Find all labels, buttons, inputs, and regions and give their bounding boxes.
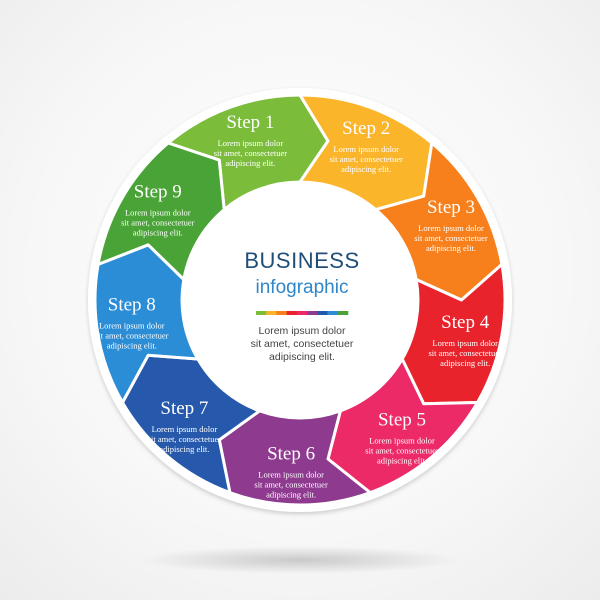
step-9-title: Step 9 <box>134 182 182 203</box>
step-8-description-line-1: Lorem ipsum dolor <box>99 321 165 331</box>
step-8-title: Step 8 <box>108 295 156 316</box>
step-3-title: Step 3 <box>427 197 475 218</box>
center-description-line-1: Lorem ipsum dolor <box>259 325 346 337</box>
step-3-description-line-2: sit amet, consectetuer <box>414 233 488 243</box>
color-bar-swatch-2 <box>266 311 277 315</box>
step-4-description-line-1: Lorem ipsum dolor <box>432 338 498 348</box>
step-2-description-line-2: sit amet, consectetuer <box>329 154 403 164</box>
step-6-description-line-2: sit amet, consectetuer <box>254 479 328 489</box>
step-7-description-line-2: sit amet, consectetuer <box>148 434 222 444</box>
floor-shadow <box>140 546 460 574</box>
color-bar-swatch-7 <box>317 311 328 315</box>
step-8-description-line-2: sit amet, consectetuer <box>95 331 169 341</box>
center-subtitle: infographic <box>256 277 349 298</box>
step-1-description-line-1: Lorem ipsum dolor <box>218 138 284 148</box>
step-2-description-line-3: adipiscing elit. <box>341 164 391 174</box>
step-7-description-line-3: adipiscing elit. <box>159 444 209 454</box>
center-circle <box>190 190 410 410</box>
color-bar-swatch-6 <box>307 311 318 315</box>
step-1-description-line-3: adipiscing elit. <box>225 158 275 168</box>
step-6-description-line-1: Lorem ipsum dolor <box>258 469 324 479</box>
step-6-description-line-3: adipiscing elit. <box>266 489 316 499</box>
step-4-description-line-2: sit amet, consectetuer <box>428 348 502 358</box>
color-bar-swatch-3 <box>276 311 287 315</box>
step-2-description-line-1: Lorem ipsum dolor <box>333 144 399 154</box>
step-3-description-line-3: adipiscing elit. <box>426 243 476 253</box>
step-2-title: Step 2 <box>342 118 390 139</box>
color-bar-swatch-4 <box>286 311 298 315</box>
step-4-description-line-3: adipiscing elit. <box>440 358 490 368</box>
step-1-title: Step 1 <box>226 112 274 133</box>
color-bar-swatch-8 <box>327 311 339 315</box>
step-9-description-line-2: sit amet, consectetuer <box>121 218 195 228</box>
step-5-description-line-1: Lorem ipsum dolor <box>369 435 435 445</box>
step-5-description-line-2: sit amet, consectetuer <box>365 445 439 455</box>
step-1-description-line-2: sit amet, consectetuer <box>214 148 288 158</box>
color-bar-swatch-5 <box>296 311 308 315</box>
step-7-description-line-1: Lorem ipsum dolor <box>152 424 218 434</box>
step-6-title: Step 6 <box>267 443 315 464</box>
step-7-title: Step 7 <box>160 398 208 419</box>
step-5-title: Step 5 <box>378 409 426 430</box>
center-description-line-2: sit amet, consectetuer <box>251 338 354 350</box>
color-bar-swatch-9 <box>337 311 349 315</box>
step-4-title: Step 4 <box>441 312 490 333</box>
step-8-description-line-3: adipiscing elit. <box>107 341 157 351</box>
center-description-line-3: adipiscing elit. <box>269 351 335 363</box>
step-9-description-line-3: adipiscing elit. <box>133 228 183 238</box>
step-5-description-line-3: adipiscing elit. <box>377 455 427 465</box>
ring-segments <box>93 93 507 507</box>
step-9-segment <box>96 141 226 281</box>
center-color-bar <box>256 311 349 315</box>
step-9-description-line-1: Lorem ipsum dolor <box>125 208 191 218</box>
color-bar-swatch-1 <box>256 311 267 315</box>
center-title: BUSINESS <box>244 248 359 273</box>
step-3-description-line-1: Lorem ipsum dolor <box>418 223 484 233</box>
